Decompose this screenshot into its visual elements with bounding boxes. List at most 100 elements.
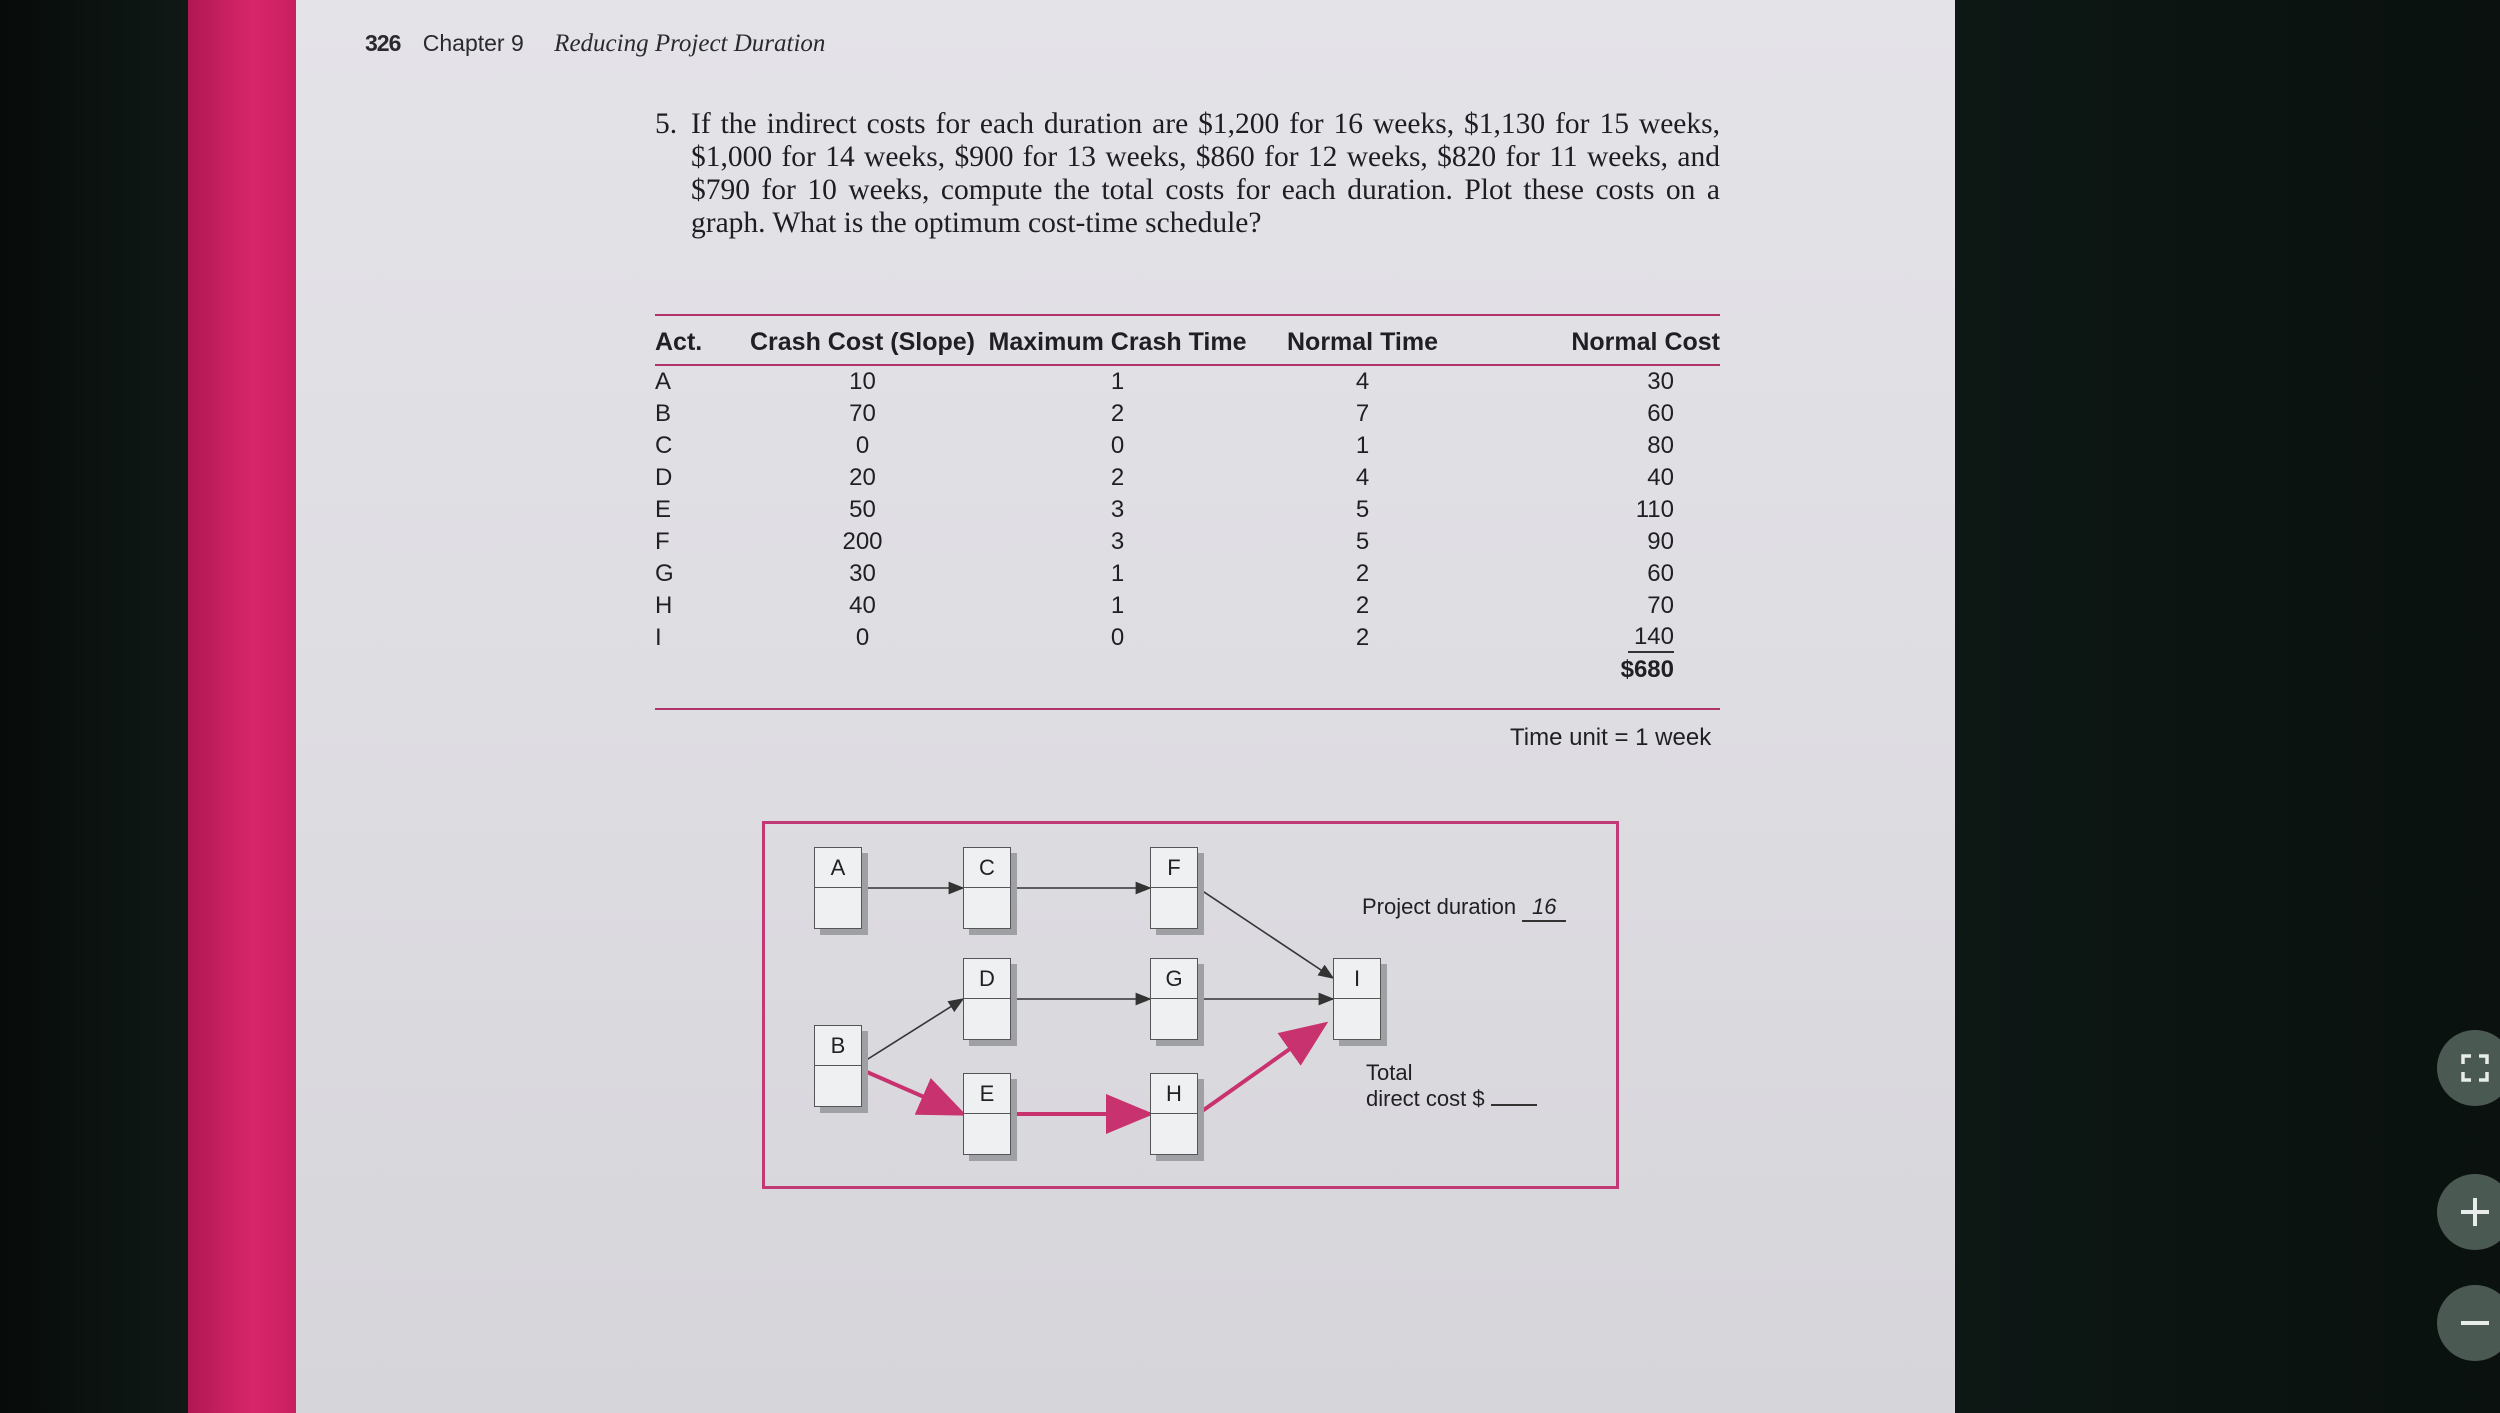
time-unit-note: Time unit = 1 week: [1510, 724, 1712, 751]
column-header: Normal Time: [1287, 327, 1438, 356]
table-cell: 2: [1110, 400, 1125, 427]
table-cell: 60: [1647, 560, 1674, 587]
table-cell: G: [655, 560, 674, 587]
table-cell: D: [655, 464, 673, 491]
problem-statement: 5. If the indirect costs for each durati…: [655, 108, 1720, 240]
zoom-out-button[interactable]: [2437, 1285, 2500, 1361]
chapter-title: Reducing Project Duration: [554, 30, 826, 57]
page-number: 326: [365, 30, 401, 56]
table-cell: 10: [849, 368, 876, 395]
direct-cost-label: direct cost $: [1366, 1086, 1485, 1111]
zoom-out-icon: [2461, 1321, 2489, 1325]
normal-cost-total: $680: [1620, 656, 1674, 683]
table-cell: 3: [1110, 528, 1125, 555]
table-cell: A: [655, 368, 672, 395]
arrow-h-i: [1196, 1021, 1329, 1116]
arrow-b-e: [859, 1067, 967, 1116]
table-cell: 1: [1110, 368, 1125, 395]
project-duration-label: Project duration: [1362, 894, 1517, 919]
direct-cost-blank: [1490, 1086, 1537, 1106]
table-cell: 0: [855, 624, 870, 651]
activity-table: Act. Crash Cost (Slope) Maximum Crash Ti…: [655, 318, 1720, 686]
table-row: G 30 1 2 60: [655, 558, 1720, 590]
fullscreen-button[interactable]: [2437, 1030, 2500, 1106]
table-cell: 4: [1355, 464, 1370, 491]
node-h: H: [1150, 1073, 1204, 1161]
table-cell: [655, 654, 745, 686]
node-e: E: [963, 1073, 1017, 1161]
table-cell: 60: [1647, 400, 1674, 427]
zoom-in-button[interactable]: [2437, 1174, 2500, 1250]
table-cell: [1255, 654, 1470, 686]
node-c: C: [963, 847, 1017, 935]
table-cell: H: [655, 592, 673, 619]
node-d: D: [963, 958, 1017, 1046]
node-b: B: [814, 1025, 868, 1113]
problem-text: If the indirect costs for each duration …: [691, 108, 1720, 239]
table-cell: C: [655, 432, 673, 459]
table-cell: E: [655, 496, 672, 523]
table-cell: 2: [1355, 624, 1370, 651]
column-header: Normal Cost: [1571, 327, 1720, 356]
node-g: G: [1150, 958, 1204, 1046]
table-cell: 200: [842, 528, 883, 555]
problem-number: 5.: [655, 108, 678, 140]
table-cell: 20: [849, 464, 876, 491]
total-direct-cost: Total direct cost $: [1366, 1060, 1537, 1112]
table-cell: 40: [1647, 464, 1674, 491]
zoom-in-icon: [2461, 1198, 2489, 1226]
table-cell: B: [655, 400, 672, 427]
table-cell: 7: [1355, 400, 1370, 427]
column-header: Maximum Crash Time: [988, 327, 1247, 356]
table-row: D 20 2 4 40: [655, 462, 1720, 494]
node-f: F: [1150, 847, 1204, 935]
table-cell: I: [655, 624, 662, 651]
table-cell: 40: [849, 592, 876, 619]
table-cell: [980, 654, 1255, 686]
arrow-f-i: [1197, 887, 1335, 979]
table-cell: [745, 654, 980, 686]
book-spine: [188, 0, 296, 1413]
table-cell: 0: [1110, 432, 1125, 459]
table-cell: 70: [849, 400, 876, 427]
table-header-rule: [655, 364, 1720, 366]
table-cell: 70: [1647, 592, 1674, 619]
table-cell: 5: [1355, 528, 1370, 555]
table-row: H 40 1 2 70: [655, 590, 1720, 622]
background-right: [1955, 0, 2500, 1413]
table-total-row: $680: [655, 654, 1720, 686]
table-cell: 90: [1647, 528, 1674, 555]
table-cell: 4: [1355, 368, 1370, 395]
table-cell: 50: [849, 496, 876, 523]
table-cell: 1: [1110, 560, 1125, 587]
node-a: A: [814, 847, 868, 935]
table-cell: F: [655, 528, 670, 555]
table-bottom-rule: [655, 708, 1720, 710]
network-diagram: A C F D G I B E H Project duration 16 To…: [762, 821, 1619, 1189]
column-header: Crash Cost (Slope): [749, 327, 976, 356]
table-cell: 2: [1355, 592, 1370, 619]
table-cell: 80: [1647, 432, 1674, 459]
running-head: 326 Chapter 9 Reducing Project Duration: [365, 30, 825, 58]
project-duration: Project duration 16: [1362, 894, 1567, 922]
table-top-rule: [655, 314, 1720, 316]
table-cell: 0: [1110, 624, 1125, 651]
table-header-row: Act. Crash Cost (Slope) Maximum Crash Ti…: [655, 318, 1720, 366]
table-cell: 1: [1110, 592, 1125, 619]
arrow-b-d: [859, 998, 965, 1065]
table-cell: 1: [1355, 432, 1370, 459]
chapter-label: Chapter 9: [422, 30, 524, 56]
table-cell: 2: [1355, 560, 1370, 587]
table-cell: 30: [849, 560, 876, 587]
table-cell: 110: [1635, 496, 1674, 523]
network-arrows: [814, 881, 1335, 1134]
background-left: [0, 0, 200, 1413]
table-row: B 70 2 7 60: [655, 398, 1720, 430]
table-cell: 2: [1110, 464, 1125, 491]
table-cell: 5: [1355, 496, 1370, 523]
fullscreen-icon: [2461, 1054, 2489, 1082]
